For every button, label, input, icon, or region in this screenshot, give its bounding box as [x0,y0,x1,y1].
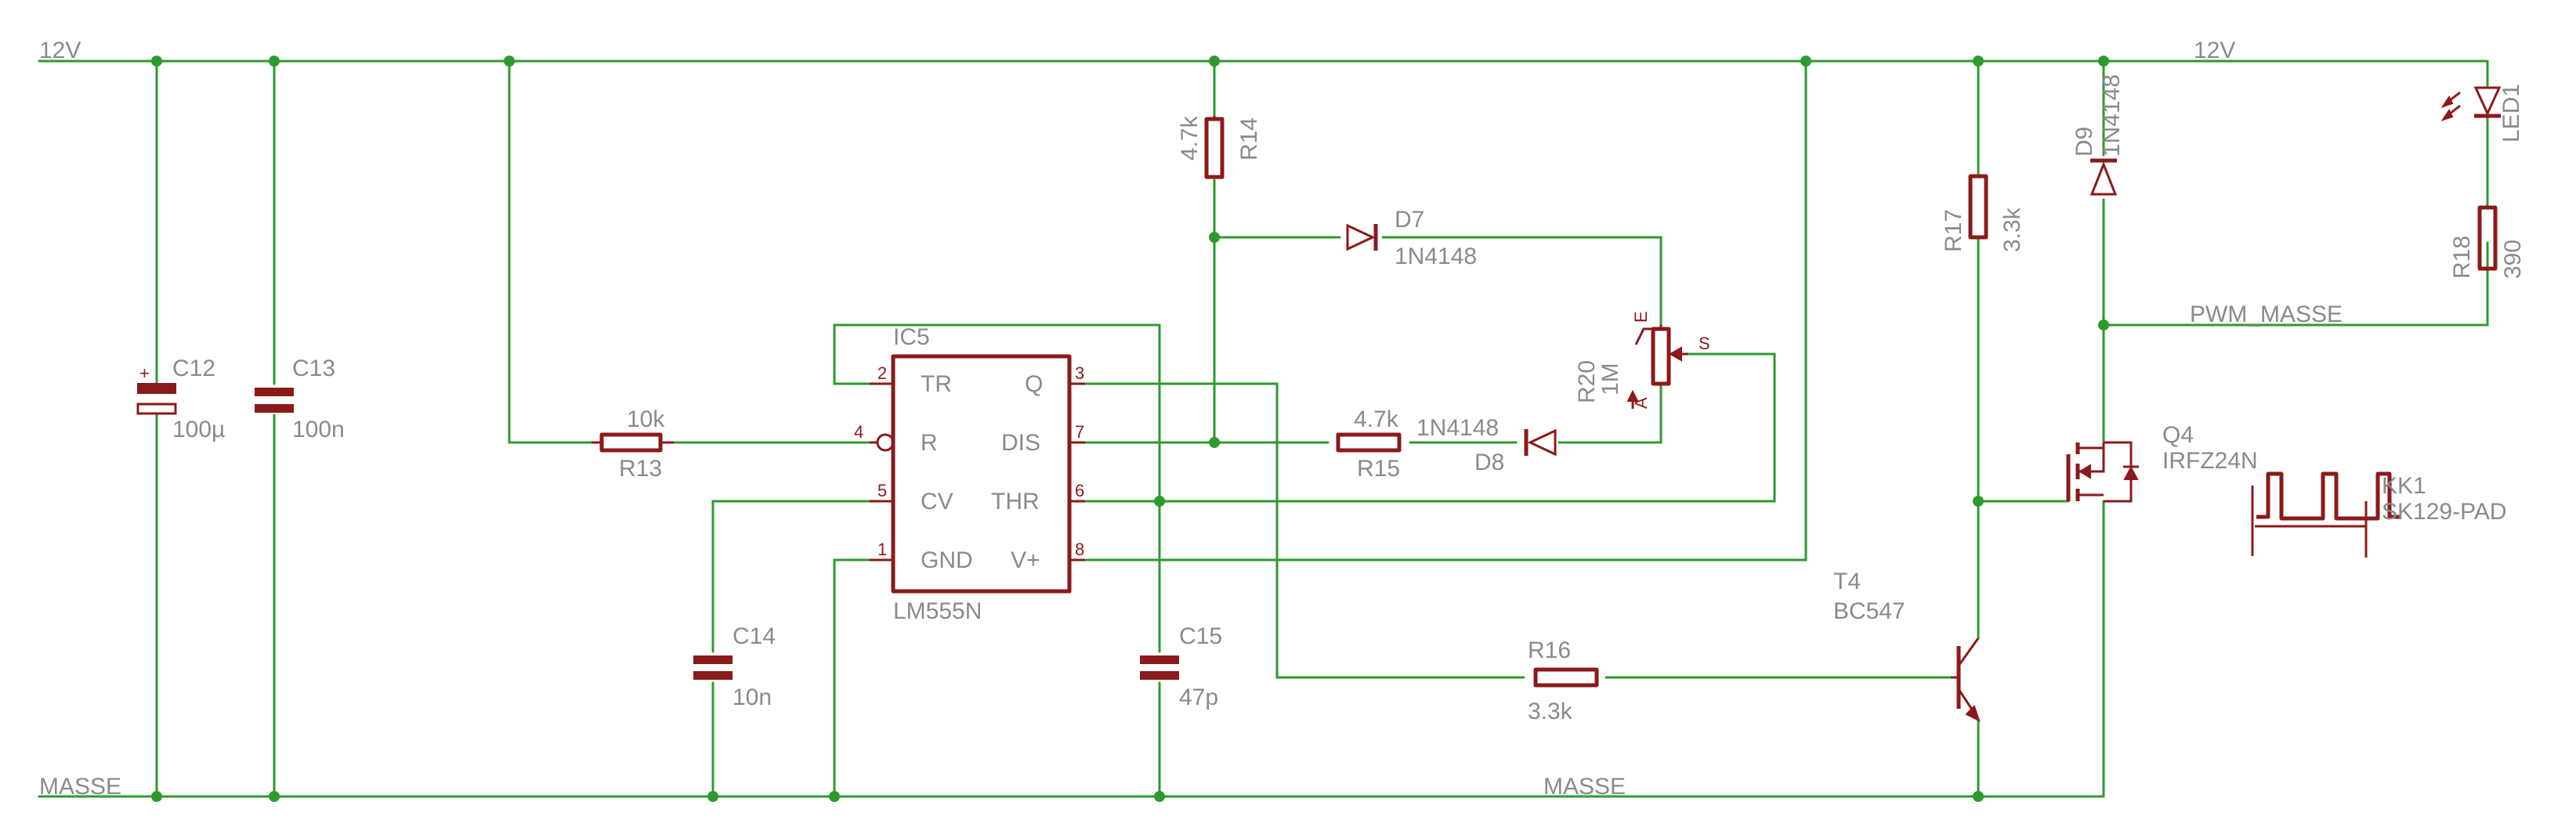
r17-value: 3.3k [1999,207,2025,252]
ic5-pin-thr: THR [991,489,1040,515]
kk1-value: SK129-PAD [2382,499,2507,525]
c12-polarity: + [139,363,150,383]
c15-value: 47p [1179,684,1218,710]
resistor-r15: 4.7k R15 [1336,406,1402,482]
r14-value: 4.7k [1177,115,1203,161]
r20-pin-a: A [1631,397,1651,409]
d9-name: D9 [2071,127,2097,157]
kk1-name: KK1 [2382,473,2426,499]
diode-d7: D7 1N4148 [1346,207,1477,269]
net-label-12v-left: 12V [39,38,81,63]
resistor-r18: R18 390 [2449,205,2526,279]
r14-name: R14 [1236,117,1262,161]
capacitor-c13: C13 100n [255,356,345,442]
mosfet-q4: Q4 IRFZ24N [2066,422,2258,503]
d7-value: 1N4148 [1395,244,1477,269]
q4-value: IRFZ24N [2162,448,2258,474]
c15-name: C15 [1179,623,1222,649]
resistor-r13: 10k R13 [592,406,674,482]
ic5-pin-number-8: 8 [1075,540,1084,559]
r20-pin-s: S [1699,334,1710,353]
capacitor-c15: C15 47p [1140,623,1222,710]
q4-name: Q4 [2162,422,2194,448]
net-label-masse-left: MASSE [39,774,121,800]
d9-value: 1N4148 [2099,74,2125,157]
led-led1: LED1 [2440,84,2524,143]
c13-name: C13 [292,356,335,381]
resistor-r16: R16 3.3k [1528,637,1599,724]
r20-name: R20 [1574,360,1600,403]
ic5-pin-number-2: 2 [877,363,887,383]
ic5-pin-cv: CV [921,489,953,515]
c14-value: 10n [733,684,772,710]
resistor-r17: R17 3.3k [1941,174,2025,252]
ic5-pin-number-6: 6 [1075,481,1084,500]
ic5-pin-tr: TR [921,371,952,397]
ic5-pin-dis: DIS [1001,430,1040,456]
r15-name: R15 [1357,456,1400,482]
capacitor-c14: C14 10n [693,623,776,710]
transistor-t4: T4 BC547 [1833,569,1981,722]
d8-value: 1N4148 [1416,415,1499,441]
d8-name: D8 [1474,450,1504,475]
c12-value: 100µ [172,417,225,442]
potentiometer-r20: E A S R20 1M [1574,311,1710,409]
ic5-pin-number-5: 5 [877,481,887,500]
ic5-pin-number-7: 7 [1075,422,1084,442]
ic5-pin-number-3: 3 [1075,363,1084,383]
ic5-value: LM555N [893,598,982,624]
capacitor-c12: + C12 100µ [136,356,225,442]
r20-value: 1M [1597,363,1623,395]
diode-d8: 1N4148 D8 [1416,415,1557,475]
d7-name: D7 [1395,207,1424,233]
ic5-pin-number-4: 4 [854,422,863,442]
r17-name: R17 [1941,209,1966,252]
c13-value: 100n [292,417,345,442]
c14-name: C14 [733,623,776,649]
net-label-12v-right: 12V [2194,38,2235,63]
ic5-pin-vplus: V+ [1011,547,1040,573]
r18-value: 390 [2500,240,2526,279]
ic5-pin-gnd: GND [921,547,973,573]
junctions [151,56,2109,802]
t4-value: BC547 [1833,598,1905,624]
c12-name: C12 [172,356,215,381]
t4-name: T4 [1833,569,1861,594]
net-label-pwm-masse: PWM_MASSE [2190,302,2343,327]
r13-value: 10k [627,406,665,432]
heatsink-kk1: KK1 SK129-PAD [2251,471,2507,558]
ic-lm555: TR R CV GND Q DIS THR V+ 2 4 5 1 3 7 6 8… [854,324,1085,624]
r13-name: R13 [619,456,662,482]
resistor-r14: 4.7k R14 [1177,115,1262,179]
ic5-pin-q: Q [1025,371,1043,397]
diode-d9: D9 1N4148 [2071,74,2125,196]
r18-name: R18 [2449,236,2475,279]
led1-name: LED1 [2498,84,2524,143]
r16-name: R16 [1528,637,1571,663]
ic5-pin-number-1: 1 [877,540,887,559]
wires [38,60,2489,798]
ic5-pin-r: R [921,430,938,456]
r15-value: 4.7k [1354,406,1399,432]
ic5-name: IC5 [893,324,930,350]
net-label-masse-mid: MASSE [1543,774,1626,800]
r20-pin-e: E [1631,311,1651,323]
r16-value: 3.3k [1528,699,1573,724]
